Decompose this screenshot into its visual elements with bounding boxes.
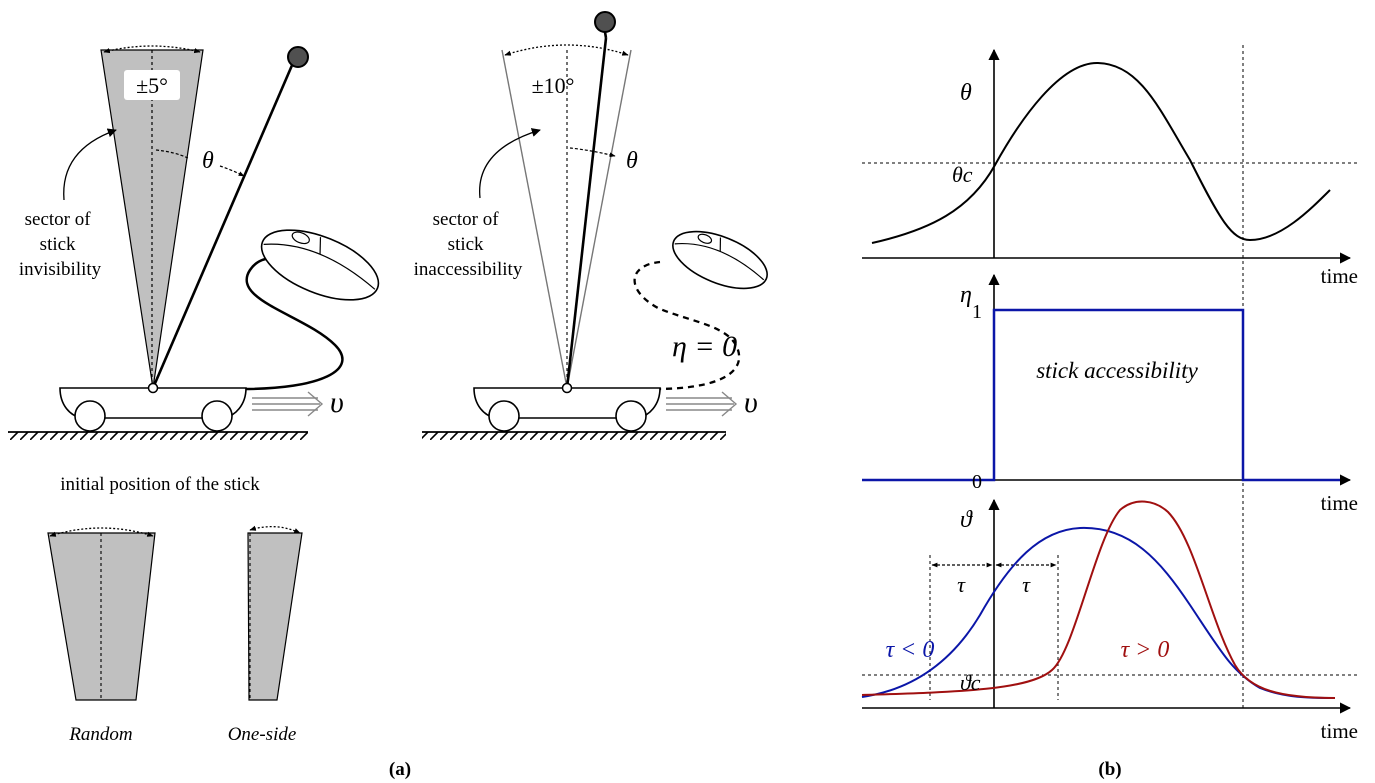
cart-1: ±5° θ sector of stick invisibility — [8, 45, 380, 440]
angle-label-2: ±10° — [532, 73, 575, 98]
vartheta-y-label: ϑ — [960, 507, 973, 533]
velocity-label: υ — [330, 386, 344, 419]
theta-subplot: θ θc time — [862, 48, 1360, 288]
vartheta-c-label: ϑc — [960, 670, 981, 695]
tau-positive-label: τ > 0 — [1121, 637, 1170, 663]
ground-hatch — [8, 432, 308, 440]
panel-a: ±5° θ sector of stick invisibility — [8, 11, 768, 780]
wheel-right — [201, 400, 233, 432]
theta-y-label: θ — [960, 80, 972, 106]
sector-pointer-2 — [479, 128, 541, 199]
random-sector — [47, 527, 156, 701]
computer-mouse-icon — [260, 229, 380, 301]
theta-label: θ — [202, 148, 214, 174]
sector-edge-right — [566, 49, 632, 389]
sector-pointer — [63, 128, 117, 201]
initial-position-title: initial position of the stick — [60, 474, 260, 495]
stick — [151, 55, 298, 389]
cart-2: ±10° θ sector of stick inaccessibility — [414, 11, 768, 440]
computer-mouse-icon-2 — [672, 230, 768, 290]
theta-curve — [871, 61, 1331, 244]
velocity-arrow-2 — [666, 391, 738, 417]
pivot — [147, 382, 159, 394]
random-label: Random — [68, 724, 132, 745]
tau-negative-label: τ < 0 — [886, 637, 935, 663]
tau-label-right: τ — [1022, 572, 1031, 597]
panel-b-label: (b) — [1098, 759, 1121, 780]
stick-ball — [287, 46, 309, 68]
sector-arc — [103, 45, 201, 54]
eta-step-curve — [862, 308, 1340, 482]
velocity-label-2: υ — [744, 386, 758, 419]
eta-zero-label: η = 0 — [672, 330, 737, 363]
mouse-cable — [242, 256, 344, 391]
sector-label-2: sector of stick inaccessibility — [414, 209, 523, 280]
tau-positive-curve — [861, 500, 1336, 699]
panel-b: θ θc time η 1 0 stick accessibility time — [861, 45, 1360, 780]
wheel-left — [74, 400, 106, 432]
vartheta-subplot: τ τ ϑ ϑc τ < 0 τ > 0 time — [861, 498, 1360, 743]
theta-label-2: θ — [626, 148, 638, 174]
wheel-right-2 — [615, 400, 647, 432]
sector-label: sector of stick invisibility — [19, 209, 102, 280]
eta-tick-zero: 0 — [972, 471, 982, 493]
one-side-label: One-side — [228, 724, 297, 745]
wheel-left-2 — [488, 400, 520, 432]
eta-y-label: η — [960, 282, 972, 308]
ground-hatch-2 — [422, 432, 726, 440]
eta-x-label: time — [1321, 491, 1358, 515]
stick-2 — [565, 37, 608, 389]
mouse-cable-dashed — [633, 260, 741, 391]
stick-tip — [603, 31, 608, 39]
stick-ball-2 — [594, 11, 616, 33]
angle-label-box — [124, 70, 180, 100]
panel-a-label: (a) — [389, 759, 411, 780]
theta-arrow-2 — [219, 165, 245, 177]
sector-edge-left — [501, 49, 568, 389]
tau-label-left: τ — [957, 572, 966, 597]
pivot-2 — [561, 382, 573, 394]
theta-arrow — [155, 149, 189, 159]
velocity-arrow — [252, 391, 324, 417]
theta-c-label: θc — [952, 162, 973, 187]
eta-subplot: η 1 0 stick accessibility time — [862, 273, 1358, 515]
vartheta-x-label: time — [1321, 719, 1358, 743]
theta-arrow-c2 — [569, 147, 616, 158]
one-side-sector — [247, 525, 303, 701]
eta-tick-one: 1 — [972, 301, 982, 323]
angle-label: ±5° — [136, 73, 168, 98]
stick-accessibility-label: stick accessibility — [1036, 358, 1198, 383]
theta-x-label: time — [1321, 264, 1358, 288]
